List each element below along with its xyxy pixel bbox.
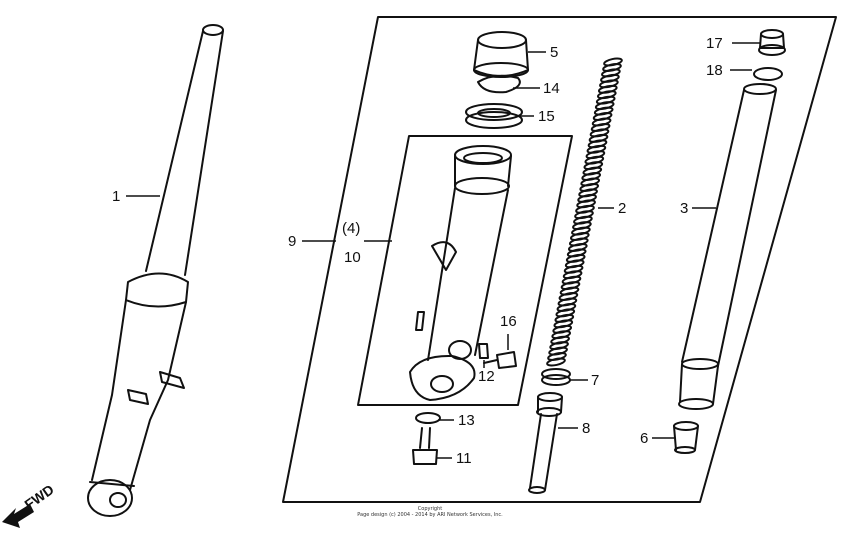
callout-12: 12 [478,368,495,385]
o-ring [753,67,783,81]
callout-2: 2 [618,200,627,217]
fork-assembly-left [87,24,224,517]
oil-lock-piece [673,421,699,454]
drain-bolt [412,427,438,465]
callout-11: 11 [456,450,472,467]
copyright-line-2: Page design (c) 2004 - 2014 by ARI Netwo… [357,512,503,518]
callout-14: 14 [543,80,560,97]
callout-16: 16 [500,313,517,330]
fork-piston [528,392,563,494]
fork-spring [546,57,623,367]
callout-3: 3 [680,200,689,217]
callout-4: (4) [342,220,361,237]
callout-7: 7 [591,372,600,389]
copyright-line-1: Copyright [417,506,443,512]
slider-subframe [357,135,573,406]
washer [478,343,489,359]
callout-8: 8 [582,420,591,437]
leader-lines [126,42,760,459]
copyright-notice: Copyright Page design (c) 2004 - 2014 by… [330,506,530,518]
callout-6: 6 [640,430,649,447]
socket-bolt [483,351,517,369]
spring-coil [546,357,566,367]
callout-9: 9 [288,233,297,250]
fork-slider [409,145,512,401]
assembly-frame [282,16,837,503]
callout-5: 5 [550,44,559,61]
piston-ring [541,368,571,386]
callout-15: 15 [538,108,555,125]
fork-tube [678,83,777,410]
fork-cap-bolt [758,29,786,56]
callout-10: 10 [344,249,361,266]
oil-seal [465,103,523,129]
stopper-ring [477,74,521,94]
sealing-washer [415,412,441,424]
callout-1: 1 [112,188,121,205]
dust-seal [473,31,529,78]
callout-13: 13 [458,412,475,429]
callout-17: 17 [706,35,723,52]
fwd-arrow [2,504,34,528]
callout-18: 18 [706,62,723,79]
